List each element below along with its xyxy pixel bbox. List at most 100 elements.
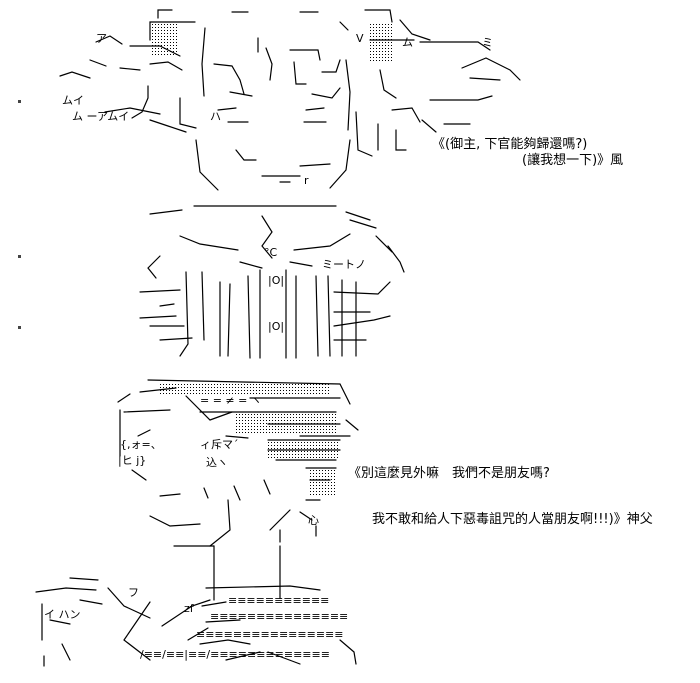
texture-dot [299, 414, 300, 415]
texture-dot [305, 420, 306, 421]
texture-dot [373, 45, 374, 46]
texture-dot [169, 384, 170, 385]
texture-dot [172, 384, 173, 385]
texture-dot [290, 414, 291, 415]
texture-dot [268, 451, 269, 452]
texture-dot [317, 426, 318, 427]
texture-dot [254, 426, 255, 427]
texture-dot [319, 482, 320, 483]
texture-dot [257, 414, 258, 415]
texture-dot [152, 36, 153, 37]
texture-dot [385, 54, 386, 55]
texture-dot [223, 393, 224, 394]
texture-dot [304, 393, 305, 394]
texture-dot [307, 457, 308, 458]
texture-dot [175, 393, 176, 394]
texture-dot [290, 417, 291, 418]
texture-dot [373, 54, 374, 55]
texture-dot [178, 387, 179, 388]
texture-dot [152, 51, 153, 52]
texture-dot [325, 457, 326, 458]
texture-dot [308, 417, 309, 418]
texture-dot [293, 432, 294, 433]
texture-dot [376, 33, 377, 34]
texture-dot [181, 384, 182, 385]
texture-dot [217, 393, 218, 394]
texture-dot [193, 393, 194, 394]
texture-dot [260, 420, 261, 421]
texture-dot [313, 488, 314, 489]
texture-dot [302, 426, 303, 427]
texture-dot [275, 432, 276, 433]
texture-dot [320, 429, 321, 430]
texture-dot [248, 426, 249, 427]
texture-dot [239, 429, 240, 430]
texture-dot [310, 488, 311, 489]
texture-dot [167, 45, 168, 46]
texture-dot [167, 27, 168, 28]
texture-dot [251, 423, 252, 424]
texture-dot [298, 457, 299, 458]
texture-dot [379, 39, 380, 40]
texture-dot [311, 429, 312, 430]
texture-dot [310, 442, 311, 443]
texture-dot [388, 30, 389, 31]
texture-dot [296, 429, 297, 430]
texture-dot [274, 448, 275, 449]
texture-dot [292, 454, 293, 455]
texture-dot [379, 51, 380, 52]
texture-dot [293, 417, 294, 418]
texture-dot [310, 476, 311, 477]
texture-dot [310, 451, 311, 452]
texture-dot [277, 454, 278, 455]
texture-dot [298, 451, 299, 452]
texture-dot [220, 384, 221, 385]
texture-dot [152, 45, 153, 46]
texture-dot [289, 384, 290, 385]
texture-dot [283, 451, 284, 452]
texture-dot [319, 479, 320, 480]
texture-dot [334, 494, 335, 495]
texture-dot [316, 390, 317, 391]
texture-dot [170, 30, 171, 31]
texture-dot [295, 448, 296, 449]
texture-dot [269, 429, 270, 430]
texture-dot [326, 432, 327, 433]
texture-dot [164, 27, 165, 28]
texture-dot [152, 30, 153, 31]
texture-dot [323, 426, 324, 427]
texture-dot [385, 42, 386, 43]
texture-dot [319, 454, 320, 455]
texture-dot [173, 42, 174, 43]
texture-dot [325, 390, 326, 391]
texture-dot [322, 491, 323, 492]
texture-dot [235, 390, 236, 391]
texture-dot [370, 54, 371, 55]
texture-dot [329, 429, 330, 430]
texture-dot [286, 448, 287, 449]
texture-dot [310, 390, 311, 391]
texture-dot [266, 417, 267, 418]
texture-dot [269, 426, 270, 427]
texture-dot [250, 393, 251, 394]
texture-dot [298, 442, 299, 443]
texture-dot [305, 426, 306, 427]
texture-dot [370, 24, 371, 25]
texture-dot [284, 429, 285, 430]
texture-dot [301, 448, 302, 449]
texture-dot [313, 491, 314, 492]
texture-dot [335, 417, 336, 418]
texture-dot [161, 24, 162, 25]
texture-dot [379, 60, 380, 61]
texture-dot [287, 417, 288, 418]
texture-dot [290, 420, 291, 421]
texture-dot [259, 384, 260, 385]
texture-dot [176, 36, 177, 37]
texture-dot [370, 48, 371, 49]
upper-figure-hair [59, 9, 521, 157]
texture-dot [382, 30, 383, 31]
texture-dot [161, 39, 162, 40]
texture-dot [293, 420, 294, 421]
texture-dot [289, 448, 290, 449]
texture-dot [373, 51, 374, 52]
